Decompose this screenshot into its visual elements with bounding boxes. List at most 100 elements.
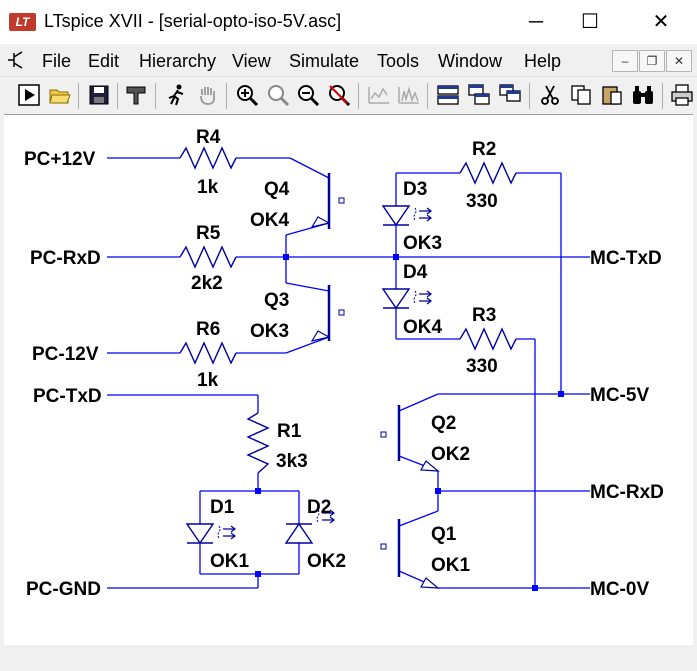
menu-bar: File Edit Hierarchy View Simulate Tools … [0,44,697,76]
ref-q4: Q4 [264,179,290,200]
net-label-mc-txd: MC-TxD [590,248,662,269]
value-d3: OK3 [403,233,442,254]
ref-r2: R2 [472,139,496,160]
value-r6: 1k [197,370,219,391]
window-title: LTspice XVII - [serial-opto-iso-5V.asc] [44,11,342,31]
phototransistor-q2[interactable] [380,405,440,472]
schematic-document-icon[interactable] [6,50,26,70]
zoom-in-icon[interactable] [235,83,259,107]
value-r4: 1k [197,177,219,198]
net-label-mc-rxd: MC-RxD [590,482,664,503]
ref-r3: R3 [472,305,496,326]
fft-icon[interactable] [397,83,421,107]
wires [107,157,590,589]
led-d2[interactable] [284,509,335,544]
ref-d1: D1 [210,497,235,518]
phototransistor-q1[interactable] [380,519,440,589]
ref-r1: R1 [277,421,302,442]
zoom-out-icon[interactable] [296,83,320,107]
value-r1: 3k3 [276,451,308,472]
value-r3: 330 [466,356,498,377]
toolbar [0,76,697,115]
toolbar-separator [117,83,118,109]
resistor-r5[interactable] [179,245,237,269]
phototransistor-q3[interactable] [310,285,345,342]
status-bar [0,645,697,671]
tile-horizontal-icon[interactable] [436,83,460,107]
find-icon[interactable] [631,83,655,107]
resistor-r2[interactable] [459,161,517,185]
control-panel-icon[interactable] [124,83,148,107]
resistor-r1[interactable] [246,412,270,474]
open-icon[interactable] [48,83,72,107]
ref-q2: Q2 [431,413,456,434]
menu-edit[interactable]: Edit [88,51,120,71]
toolbar-separator [78,83,79,109]
toolbar-separator [427,83,428,109]
pan-hand-icon[interactable] [196,83,220,107]
value-r5: 2k2 [191,273,223,294]
menu-view[interactable]: View [232,51,271,71]
copy-icon[interactable] [569,83,593,107]
menu-file[interactable]: File [42,51,72,71]
print-icon[interactable] [670,83,694,107]
tile-vertical-icon[interactable] [498,83,522,107]
toolbar-separator [529,83,530,109]
ref-d4: D4 [403,262,428,283]
cascade-icon[interactable] [467,83,491,107]
resistor-r4[interactable] [179,146,237,170]
ref-d2: D2 [307,497,331,518]
ref-d3: D3 [403,179,427,200]
led-d3[interactable] [381,205,432,227]
net-label-mc-0v: MC-0V [590,579,649,600]
title-bar: LT LTspice XVII - [serial-opto-iso-5V.as… [0,0,697,44]
ref-q3: Q3 [264,290,289,311]
ref-r5: R5 [196,223,221,244]
phototransistor-q4[interactable] [310,173,345,229]
resistor-r6[interactable] [179,341,237,365]
resistor-r3[interactable] [459,327,517,351]
ref-r6: R6 [196,319,220,340]
save-icon[interactable] [87,83,111,107]
run-walk-icon[interactable] [164,83,188,107]
led-d1[interactable] [185,523,236,545]
junctions [255,254,564,591]
value-r2: 330 [466,191,498,212]
paste-icon[interactable] [600,83,624,107]
value-q4: OK4 [250,210,290,231]
value-q2: OK2 [431,444,470,465]
ref-q1: Q1 [431,524,457,545]
menu-hierarchy[interactable]: Hierarchy [139,51,217,71]
ref-r4: R4 [196,127,221,148]
menu-tools[interactable]: Tools [377,51,420,71]
menu-help[interactable]: Help [524,51,562,71]
net-label-pc-rxd: PC-RxD [30,248,101,269]
net-label-pc-txd: PC-TxD [33,386,102,407]
mdi-close-button[interactable]: ✕ [666,50,692,72]
value-q3: OK3 [250,321,289,342]
net-label-pc-12v-neg: PC-12V [32,344,99,365]
maximize-button[interactable]: ☐ [581,11,599,33]
minimize-button[interactable]: ─ [528,11,544,33]
toolbar-separator [155,83,156,109]
value-d4: OK4 [403,317,443,338]
run-icon[interactable] [17,83,41,107]
menu-simulate[interactable]: Simulate [289,51,360,71]
schematic-canvas[interactable]: PC+12V PC-RxD PC-12V PC-TxD PC-GND MC-Tx… [4,114,693,646]
autorange-icon[interactable] [367,83,391,107]
led-d4[interactable] [381,288,432,310]
cut-icon[interactable] [538,83,562,107]
menu-window[interactable]: Window [438,51,503,71]
toolbar-separator [358,83,359,109]
value-d2: OK2 [307,551,346,572]
mdi-minimize-button[interactable]: – [612,50,638,72]
ltspice-logo-icon: LT [9,13,36,31]
mdi-restore-button[interactable]: ❐ [639,50,665,72]
close-button[interactable]: ✕ [652,11,670,33]
net-label-mc-5v: MC-5V [590,385,649,406]
zoom-cancel-icon[interactable] [327,83,351,107]
net-label-pc-12v-pos: PC+12V [24,149,96,170]
net-label-pc-gnd: PC-GND [26,579,101,600]
toolbar-separator [662,83,663,109]
zoom-out-area-icon[interactable] [266,83,290,107]
